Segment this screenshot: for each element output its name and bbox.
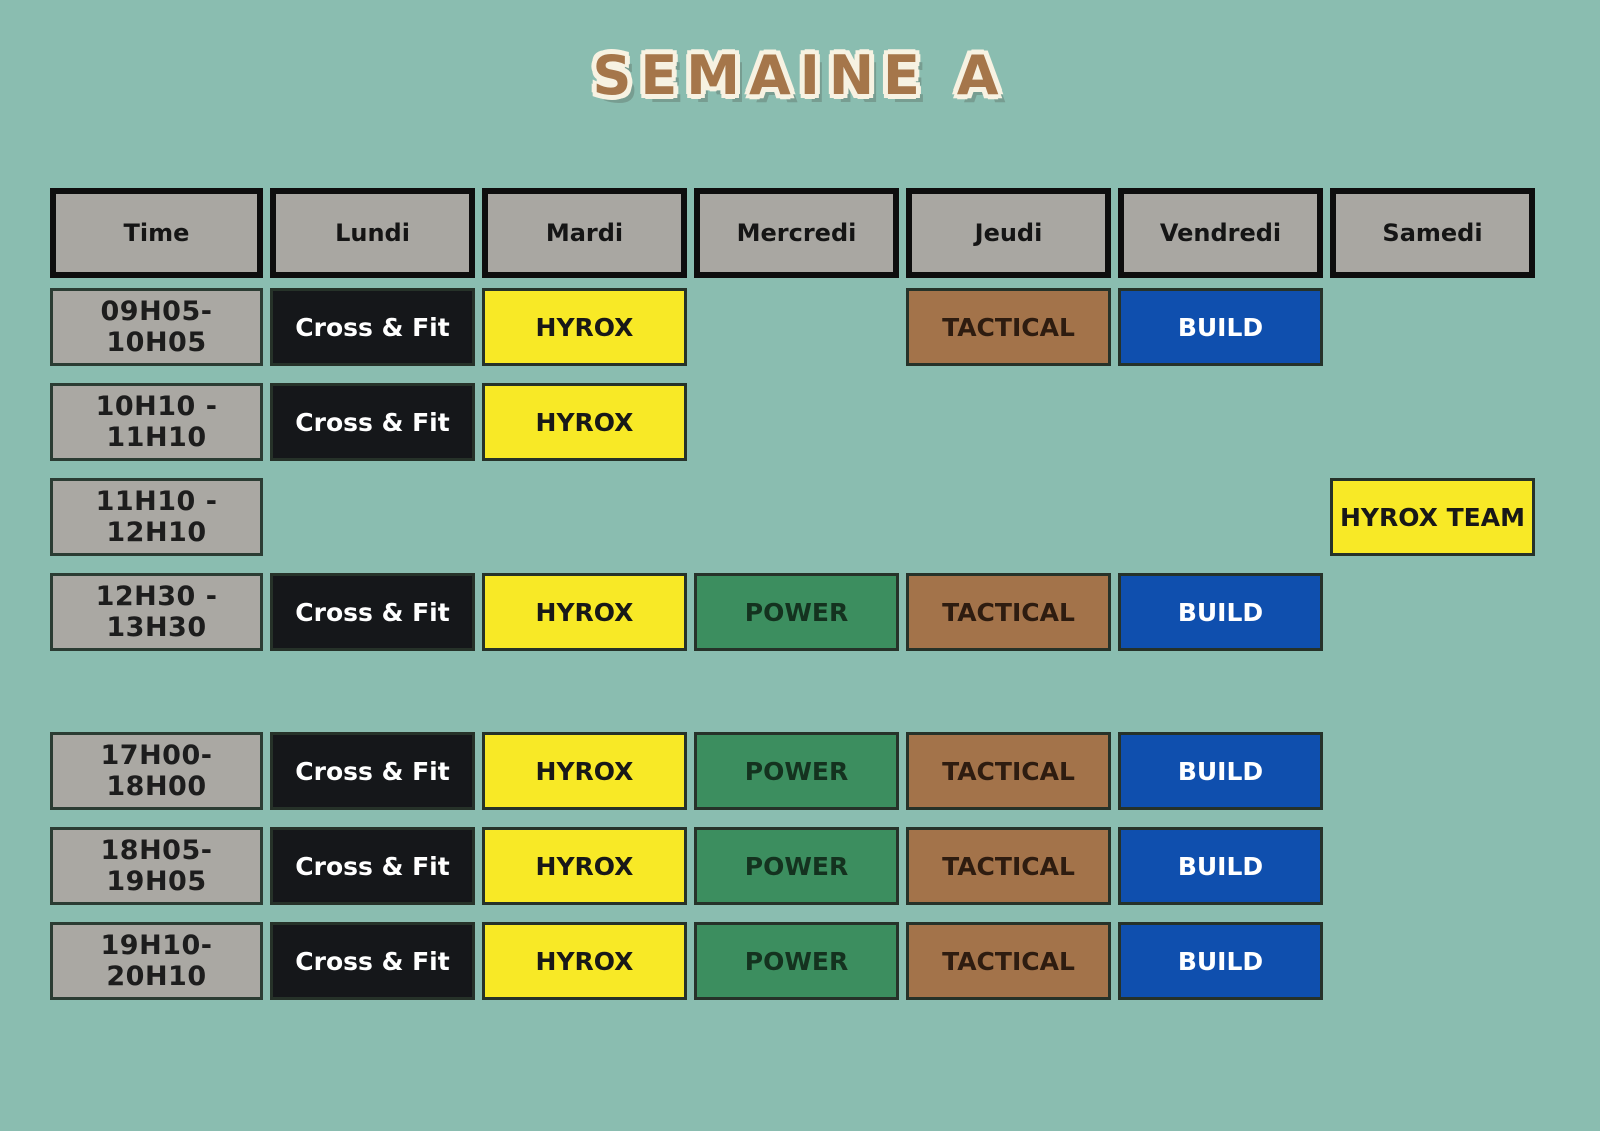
schedule-rows: 09H05-10H05 Cross & Fit HYROX TACTICAL B… [50, 288, 1535, 1000]
afternoon-gap [50, 668, 1535, 715]
schedule-slot: TACTICAL [906, 573, 1111, 651]
time-cell: 17H00-18H00 [50, 732, 263, 810]
time-cell: 19H10-20H10 [50, 922, 263, 1000]
schedule-slot: HYROX TEAM [1330, 478, 1535, 556]
schedule-slot: Cross & Fit [270, 827, 475, 905]
page-title: SEMAINE A [592, 44, 1008, 107]
time-cell: 12H30 - 13H30 [50, 573, 263, 651]
time-cell: 09H05-10H05 [50, 288, 263, 366]
schedule-slot: Cross & Fit [270, 288, 475, 366]
schedule-slot: Cross & Fit [270, 573, 475, 651]
header-mardi: Mardi [482, 188, 687, 278]
header-row: Time Lundi Mardi Mercredi Jeudi Vendredi… [50, 188, 1535, 278]
schedule-slot: Cross & Fit [270, 383, 475, 461]
header-samedi: Samedi [1330, 188, 1535, 278]
weekly-schedule-table: Time Lundi Mardi Mercredi Jeudi Vendredi… [50, 188, 1535, 1000]
schedule-slot: HYROX [482, 383, 687, 461]
schedule-slot: TACTICAL [906, 288, 1111, 366]
schedule-slot: POWER [694, 732, 899, 810]
schedule-slot: BUILD [1118, 922, 1323, 1000]
time-cell: 11H10 - 12H10 [50, 478, 263, 556]
schedule-slot: TACTICAL [906, 922, 1111, 1000]
schedule-slot: BUILD [1118, 573, 1323, 651]
schedule-slot: HYROX [482, 827, 687, 905]
header-lundi: Lundi [270, 188, 475, 278]
schedule-slot: TACTICAL [906, 827, 1111, 905]
schedule-slot: TACTICAL [906, 732, 1111, 810]
time-cell: 18H05-19H05 [50, 827, 263, 905]
time-cell: 10H10 - 11H10 [50, 383, 263, 461]
schedule-slot: Cross & Fit [270, 922, 475, 1000]
schedule-slot: POWER [694, 922, 899, 1000]
schedule-slot: HYROX [482, 732, 687, 810]
schedule-slot: BUILD [1118, 288, 1323, 366]
schedule-slot: BUILD [1118, 827, 1323, 905]
schedule-slot: HYROX [482, 922, 687, 1000]
schedule-slot: HYROX [482, 288, 687, 366]
schedule-slot: HYROX [482, 573, 687, 651]
schedule-slot: Cross & Fit [270, 732, 475, 810]
schedule-slot: POWER [694, 827, 899, 905]
header-time: Time [50, 188, 263, 278]
schedule-slot: BUILD [1118, 732, 1323, 810]
header-vendredi: Vendredi [1118, 188, 1323, 278]
header-mercredi: Mercredi [694, 188, 899, 278]
schedule-slot: POWER [694, 573, 899, 651]
header-jeudi: Jeudi [906, 188, 1111, 278]
